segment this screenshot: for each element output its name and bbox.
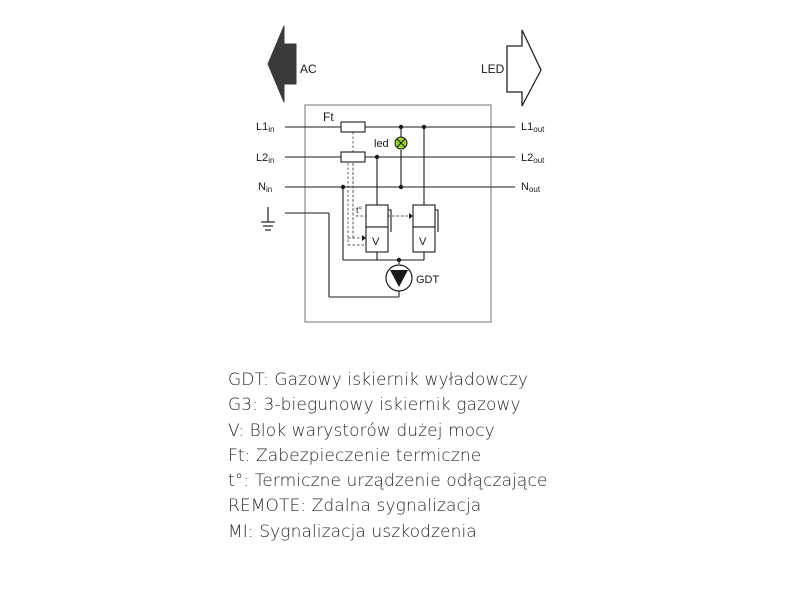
terminal-n-in: Nin — [258, 181, 272, 194]
thermal-label: t° — [356, 205, 363, 215]
legend-item-thermal: t°: Termiczne urządzenie odłączające — [228, 471, 548, 492]
led-label: LED — [481, 62, 505, 76]
varistor-label-1: V — [372, 236, 380, 248]
terminal-n-out: Nout — [521, 181, 541, 194]
link-arrow-icon-2 — [409, 213, 413, 219]
ac-arrow: AC — [267, 25, 317, 103]
fuse-l2 — [340, 151, 366, 163]
legend-item-gdt: GDT: Gazowy iskiernik wyładowczy — [228, 370, 529, 390]
legend-item-ft: Ft: Zabezpieczenie termiczne — [228, 445, 482, 466]
terminal-l2-out: L2out — [521, 152, 545, 165]
legend-item-remote: REMOTE: Zdalna sygnalizacja — [228, 496, 482, 517]
terminal-l2-in: L2in — [256, 152, 274, 165]
legend-item-g3: G3: 3-biegunowy iskiernik gazowy — [228, 395, 521, 416]
varistor-block-2 — [412, 204, 439, 253]
led-indicator-icon — [394, 136, 408, 150]
legend-item-mi: MI: Sygnalizacja uszkodzenia — [228, 521, 477, 542]
varistor-label-2: V — [419, 236, 427, 248]
legend-item-v: V: Blok warystorów dużej mocy — [228, 420, 495, 441]
varistor-block-1 — [365, 204, 392, 253]
junction-dots — [340, 124, 427, 263]
fuse-label: Ft — [323, 110, 334, 124]
led-arrow-shape — [506, 29, 542, 107]
gdt-icon — [385, 264, 413, 292]
ac-label: AC — [300, 62, 317, 76]
terminal-l1-out: L1out — [521, 121, 545, 134]
gdt-label: GDT — [416, 274, 440, 286]
ac-arrow-shape — [267, 25, 297, 103]
led-arrow: LED — [481, 29, 542, 107]
link-arrow-icon-1 — [362, 235, 366, 241]
legend-list: GDT: Gazowy iskiernik wyładowczy G3: 3-b… — [228, 368, 547, 545]
led-indicator-label: led — [374, 138, 389, 150]
fuse-l1 — [340, 121, 366, 133]
ground-icon — [261, 207, 275, 231]
terminal-l1-in: L1in — [256, 121, 274, 134]
